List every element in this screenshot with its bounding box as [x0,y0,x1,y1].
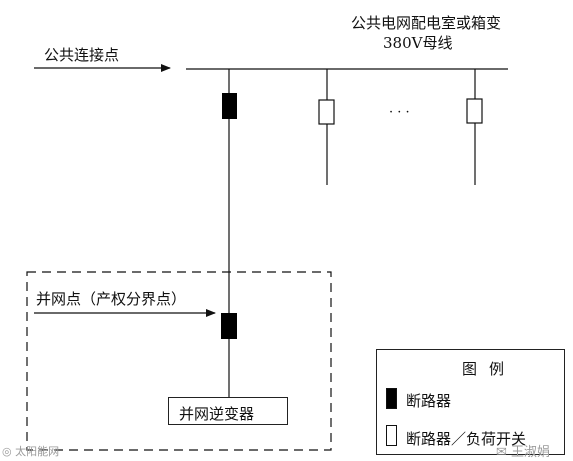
bus-title-line2: 380V母线 [383,34,453,52]
branch-breaker-2 [466,98,483,124]
watermark-left-text: 太阳能网 [15,445,60,458]
branch-breaker-1 [318,99,335,125]
inverter-label: 并网逆变器 [179,405,255,423]
ellipsis-more-branches: · · · [389,105,410,120]
pcc-label: 公共连接点 [44,46,120,64]
legend: 图例 断路器 断路器／负荷开关 [376,349,565,455]
grid-point-label: 并网点（产权分界点） [36,290,187,308]
watermark-left: ◎ 太阳能网 [2,443,59,459]
grid-point-breaker [221,313,237,339]
legend-filled-breaker-swatch [386,388,397,409]
watermark-right-text: 王淑娟 [511,445,551,460]
watermark-chat-icon: ✉ [496,445,507,460]
main-breaker [222,93,237,119]
watermark-logo-icon: ◎ [2,445,12,458]
inverter-box: 并网逆变器 [168,397,288,425]
legend-item-label-1: 断路器 [406,392,452,410]
property-boundary-box [26,271,332,451]
legend-hollow-breaker-swatch [386,425,397,446]
watermark-right: ✉ 王淑娟 [496,441,550,460]
legend-item-label-2: 断路器／负荷开关 [406,430,527,448]
legend-title: 图例 [462,360,517,378]
bus-title-line1: 公共电网配电室或箱变 [351,14,502,32]
